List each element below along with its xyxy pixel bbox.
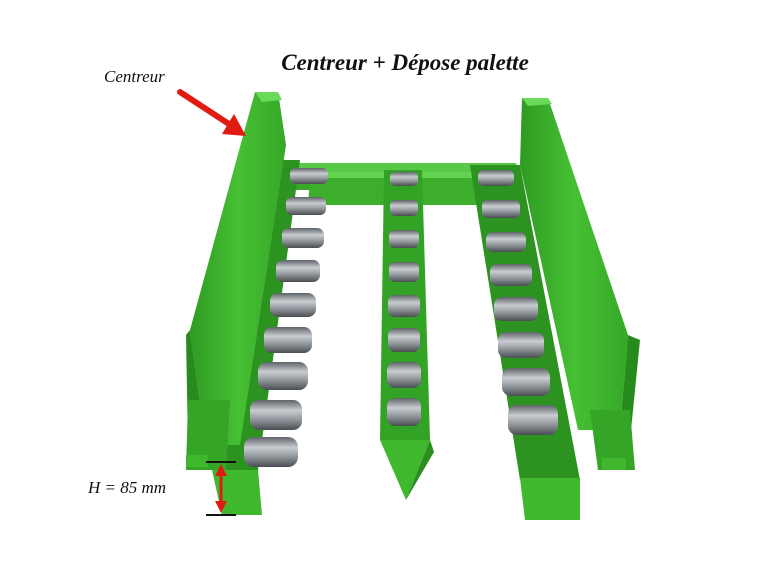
roller [508, 405, 558, 435]
roller [486, 232, 526, 252]
roller [270, 293, 316, 317]
roller [389, 230, 419, 248]
roller [387, 398, 421, 426]
roller [390, 200, 418, 216]
left-lane-rollers [244, 168, 328, 467]
roller [388, 328, 420, 352]
height-dimension-marker [206, 461, 236, 516]
roller [389, 262, 419, 282]
roller [286, 197, 326, 215]
right-centreur-wall [520, 98, 640, 470]
left-centreur-wall [186, 92, 286, 470]
roller [244, 437, 298, 467]
roller [258, 362, 308, 390]
roller [388, 295, 420, 317]
figure-title: Centreur + Dépose palette [281, 50, 529, 75]
roller [250, 400, 302, 430]
roller [482, 200, 520, 218]
roller [502, 368, 550, 396]
roller [290, 168, 328, 184]
roller [494, 297, 538, 321]
centreur-arrow [177, 89, 246, 136]
roller [498, 332, 544, 358]
roller [390, 172, 418, 186]
roller [478, 170, 514, 186]
roller [276, 260, 320, 282]
roller [387, 362, 421, 388]
centreur-label: Centreur [104, 67, 165, 86]
roller [490, 264, 532, 286]
middle-lane-rollers [387, 172, 421, 426]
roller [264, 327, 312, 353]
roller [282, 228, 324, 248]
right-lane-rollers [478, 170, 558, 435]
height-label: H = 85 mm [88, 478, 167, 497]
